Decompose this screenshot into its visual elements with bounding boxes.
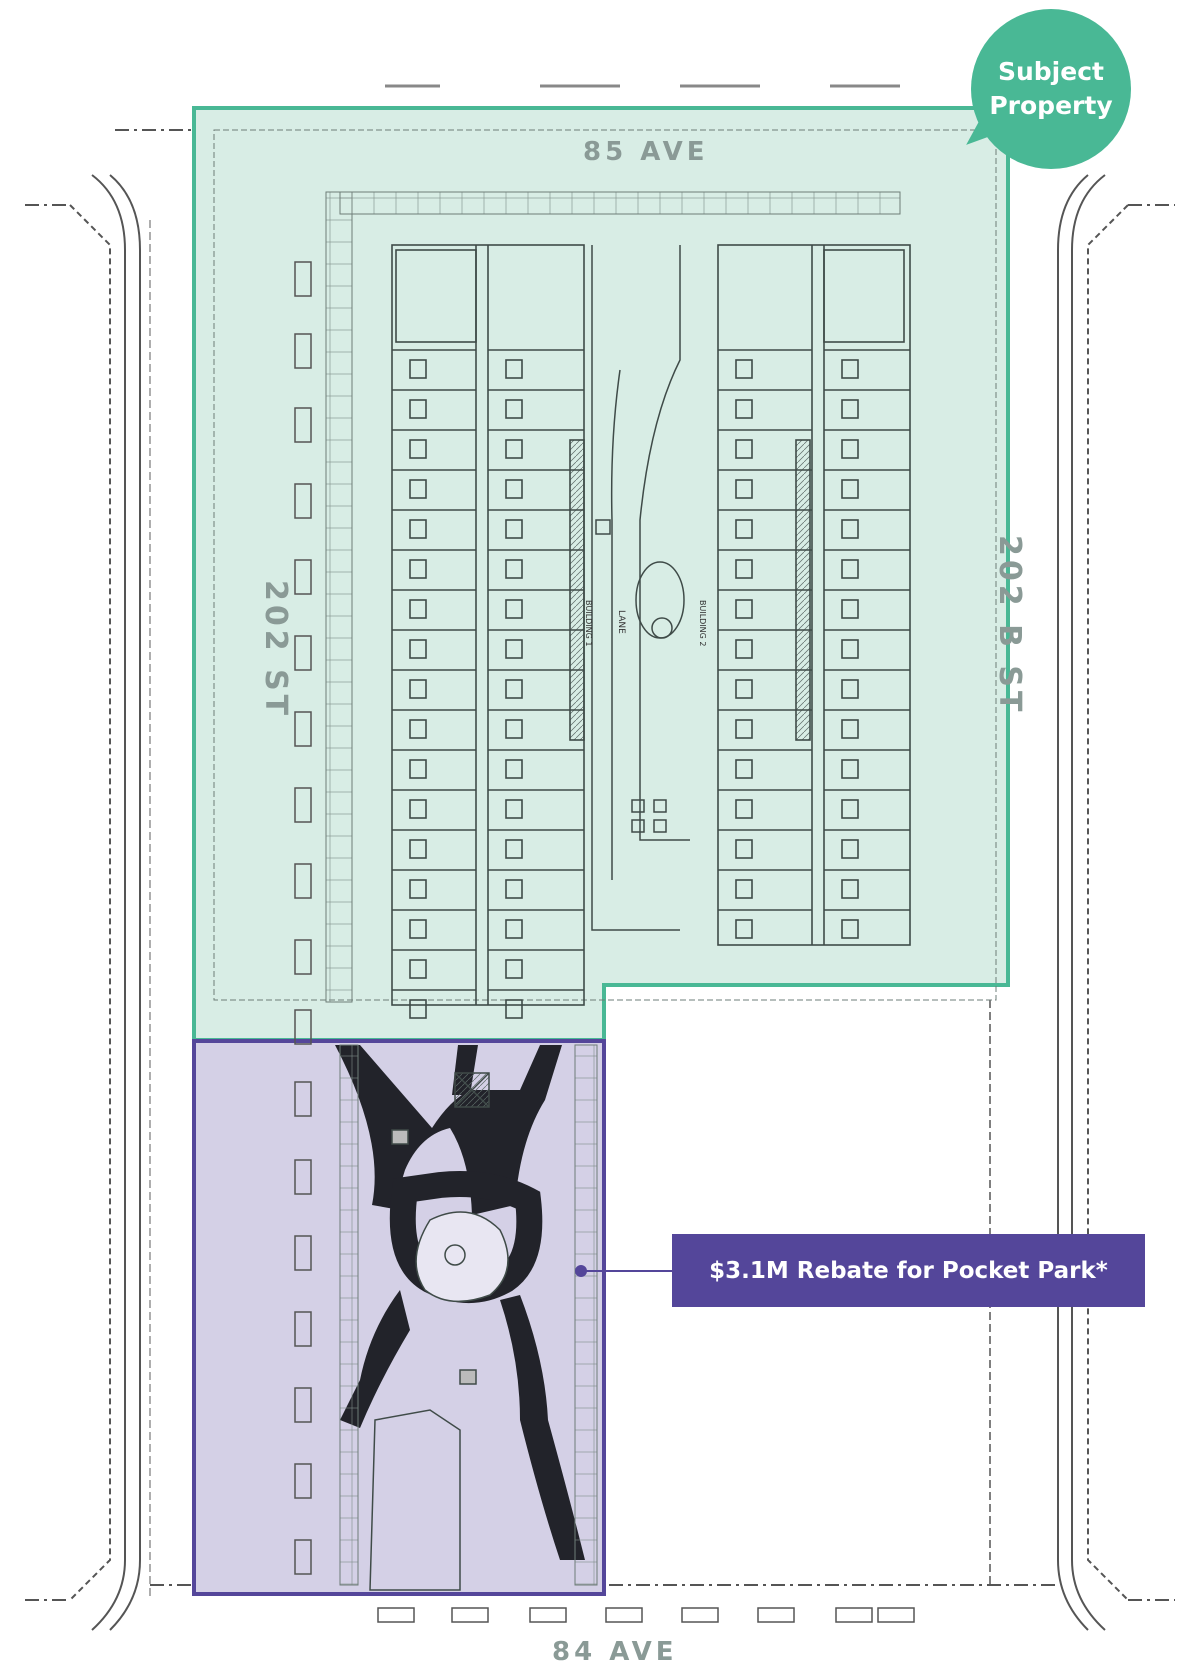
street-label-85-ave: 85 AVE xyxy=(583,137,708,167)
subject-property-outline xyxy=(192,106,1010,1042)
unit-bath xyxy=(841,479,859,499)
unit-bath xyxy=(735,679,753,699)
unit-bath xyxy=(735,839,753,859)
pocket-park-callout: $3.1M Rebate for Pocket Park* xyxy=(672,1234,1145,1307)
unit-bath xyxy=(409,439,427,459)
unit-bath xyxy=(735,559,753,579)
unit-bath xyxy=(735,719,753,739)
unit-bath xyxy=(409,679,427,699)
unit-bath xyxy=(409,599,427,619)
building-2-label: BUILDING 2 xyxy=(698,600,707,647)
unit-bath xyxy=(841,879,859,899)
west-parking-stalls xyxy=(294,261,312,1575)
south-parking-stalls xyxy=(377,1607,915,1623)
building-1 xyxy=(391,244,585,1019)
unit-bath xyxy=(841,799,859,819)
street-label-202b-st: 202 B ST xyxy=(992,535,1027,715)
unit-bath xyxy=(841,559,859,579)
unit-bath xyxy=(409,519,427,539)
unit-bath xyxy=(505,799,523,819)
central-lane xyxy=(591,245,690,931)
unit-bath xyxy=(841,839,859,859)
unit-bath xyxy=(841,399,859,419)
subject-property-line2: Property xyxy=(989,91,1113,120)
unit-bath xyxy=(505,479,523,499)
unit-bath xyxy=(841,439,859,459)
unit-bath xyxy=(409,719,427,739)
unit-bath xyxy=(505,599,523,619)
unit-bath xyxy=(841,759,859,779)
unit-bath xyxy=(841,639,859,659)
unit-bath xyxy=(735,879,753,899)
unit-bath xyxy=(505,519,523,539)
building-1-label: BUILDING 1 xyxy=(584,600,593,647)
unit-bath xyxy=(505,679,523,699)
unit-bath xyxy=(409,559,427,579)
unit-bath xyxy=(735,519,753,539)
street-label-202-st: 202 ST xyxy=(258,580,293,719)
unit-bath xyxy=(841,679,859,699)
unit-bath xyxy=(409,999,427,1019)
unit-bath xyxy=(409,799,427,819)
unit-bath xyxy=(505,759,523,779)
unit-bath xyxy=(735,479,753,499)
unit-bath xyxy=(409,759,427,779)
unit-bath xyxy=(409,839,427,859)
unit-bath xyxy=(735,399,753,419)
unit-bath xyxy=(735,599,753,619)
unit-bath xyxy=(735,359,753,379)
unit-bath xyxy=(409,479,427,499)
unit-bath xyxy=(409,639,427,659)
unit-bath xyxy=(841,519,859,539)
unit-bath xyxy=(841,719,859,739)
unit-bath xyxy=(409,399,427,419)
unit-bath xyxy=(505,719,523,739)
east-road-curbs xyxy=(1057,174,1175,1631)
park-playground xyxy=(369,1072,509,1591)
unit-bath xyxy=(409,959,427,979)
unit-bath xyxy=(505,439,523,459)
unit-bath xyxy=(735,439,753,459)
unit-bath xyxy=(735,919,753,939)
unit-bath xyxy=(505,559,523,579)
unit-bath xyxy=(735,799,753,819)
subject-property-label: Subject Property xyxy=(971,9,1131,169)
unit-bath xyxy=(841,359,859,379)
unit-bath xyxy=(409,359,427,379)
unit-bath xyxy=(505,639,523,659)
unit-bath xyxy=(505,359,523,379)
unit-bath xyxy=(505,879,523,899)
unit-bath xyxy=(505,839,523,859)
unit-bath xyxy=(409,919,427,939)
unit-bath xyxy=(505,959,523,979)
west-road-curbs xyxy=(25,174,141,1631)
subject-property-line1: Subject xyxy=(997,57,1104,87)
building-2 xyxy=(717,244,911,946)
pocket-park-callout-leader xyxy=(581,1270,673,1272)
unit-bath xyxy=(841,919,859,939)
street-label-84-ave: 84 AVE xyxy=(552,1637,677,1665)
lane-label: LANE xyxy=(616,610,626,634)
unit-bath xyxy=(505,399,523,419)
unit-bath xyxy=(505,999,523,1019)
unit-bath xyxy=(735,639,753,659)
unit-bath xyxy=(505,919,523,939)
unit-bath xyxy=(409,879,427,899)
unit-bath xyxy=(735,759,753,779)
unit-bath xyxy=(841,599,859,619)
